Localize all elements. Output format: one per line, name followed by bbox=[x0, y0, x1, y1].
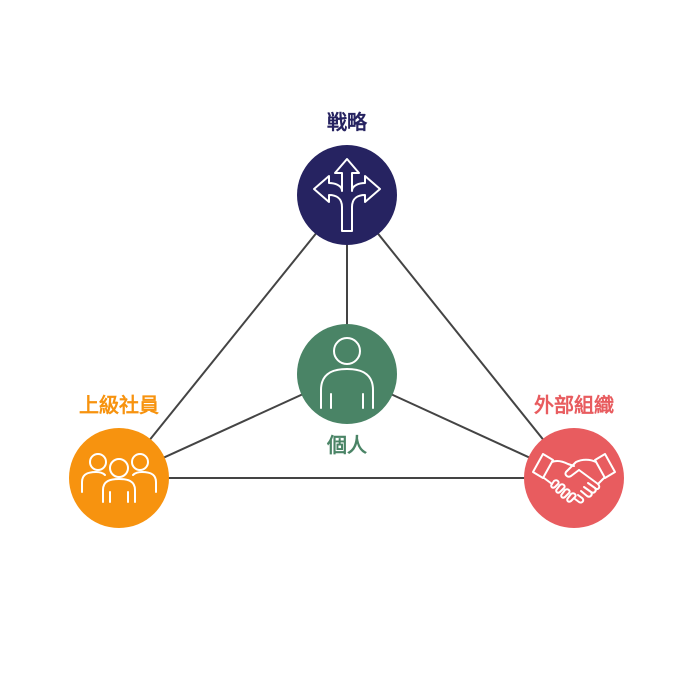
handshake-icon bbox=[532, 453, 616, 504]
link-strategy-senior bbox=[118, 194, 348, 479]
label-senior-staff: 上級社員 bbox=[79, 395, 159, 417]
label-individual: 個人 bbox=[327, 435, 367, 457]
link-strategy-external bbox=[346, 194, 575, 479]
group-people-icon bbox=[81, 453, 157, 503]
node-senior-staff bbox=[69, 428, 169, 528]
person-icon bbox=[320, 337, 374, 409]
node-strategy bbox=[297, 145, 397, 245]
label-external-org: 外部組織 bbox=[534, 395, 614, 417]
node-external-org bbox=[524, 428, 624, 528]
split-arrows-icon bbox=[313, 158, 381, 232]
label-strategy: 戦略 bbox=[327, 112, 367, 134]
node-individual bbox=[297, 324, 397, 424]
